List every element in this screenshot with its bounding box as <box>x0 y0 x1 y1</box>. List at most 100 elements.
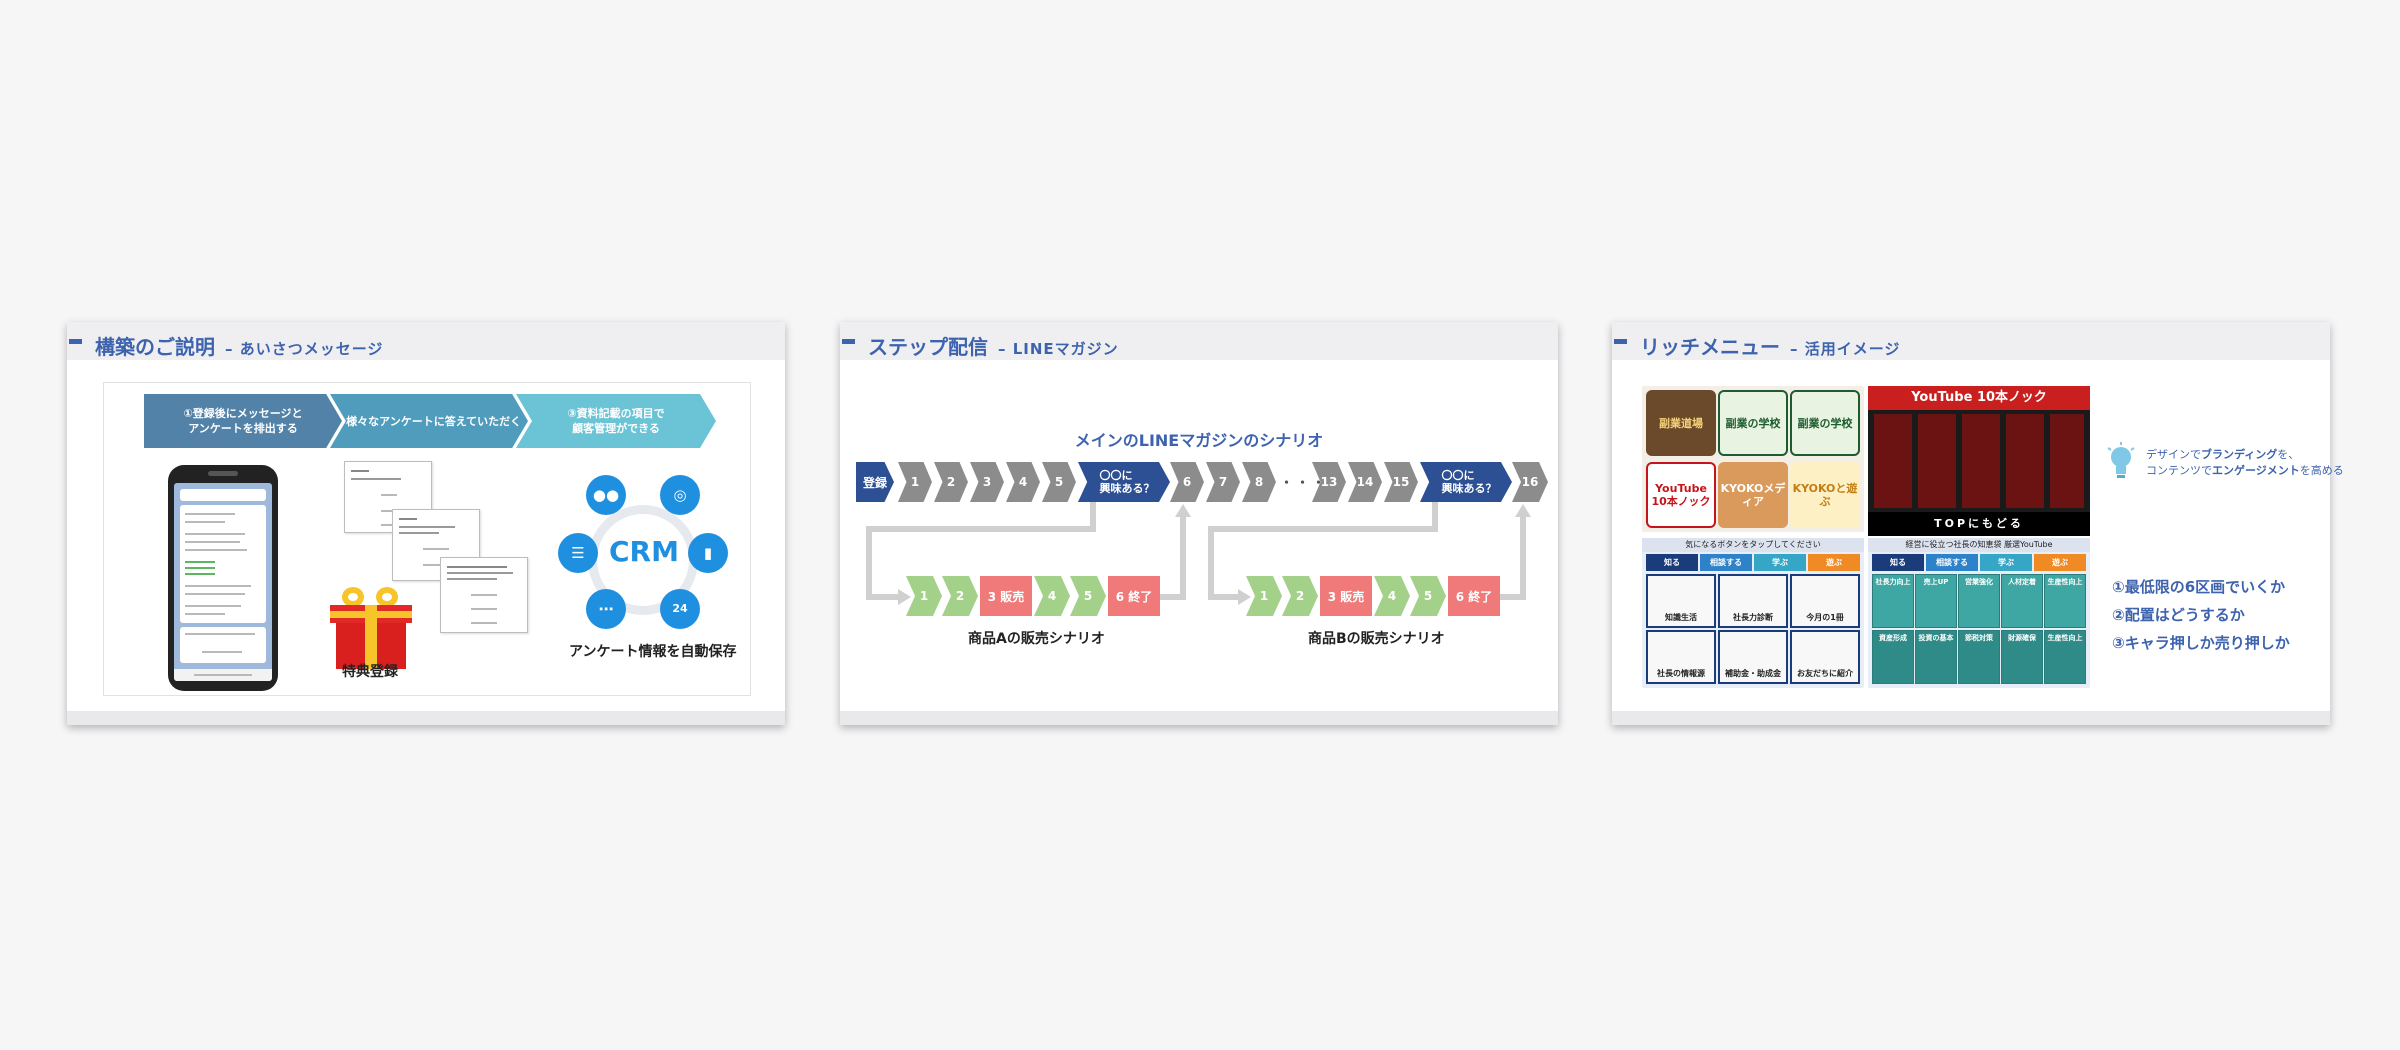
step-16: 16 <box>1512 462 1548 502</box>
point-1: ①最低限の6区画でいくか <box>2112 578 2286 596</box>
menu-tile[interactable]: KYOKOと遊ぶ <box>1790 462 1860 528</box>
sub-b-step-5: 5 <box>1410 576 1446 616</box>
step-8: 8 <box>1242 462 1276 502</box>
rich-menu-character: 副業道場 副業の学校 副業の学校 YouTube 10本ノック KYOKOメディ… <box>1642 386 1864 532</box>
branch-b-line <box>1208 526 1438 532</box>
menu-tile[interactable]: 副業の学校 <box>1790 390 1860 456</box>
slide-greeting-message: 構築のご説明– あいさつメッセージ ①登録後にメッセージとアンケートを排出する … <box>67 322 785 725</box>
gift-ribbon <box>365 605 377 669</box>
menu-cell[interactable]: 投資の基本 <box>1915 630 1957 684</box>
sub-a-step-1: 1 <box>906 576 942 616</box>
branch-a-line <box>866 594 902 600</box>
smartphone-mockup <box>168 465 278 691</box>
step-interest-b: 〇〇に興味ある？ <box>1420 462 1512 502</box>
rich-menu-youtube-curated: 経営に役立つ社長の知恵袋 厳選YouTube 知る 相談する 学ぶ 遊ぶ 社長力… <box>1868 538 2090 688</box>
menu-cell[interactable]: 人材定着 <box>2001 574 2043 628</box>
menu-cell[interactable]: 資産形成 <box>1872 630 1914 684</box>
menu-tile[interactable]: 副業道場 <box>1646 390 1716 456</box>
header-accent-bar <box>69 339 82 344</box>
menu-cell[interactable]: 社長力診断 <box>1718 574 1788 628</box>
menu-cell[interactable]: 社長力向上 <box>1872 574 1914 628</box>
rich-menu-youtube: YouTube 10本ノック TOPにもどる <box>1868 386 2090 536</box>
menu-cell[interactable]: 売上UP <box>1915 574 1957 628</box>
menu-cell[interactable]: 知識生活 <box>1646 574 1716 628</box>
menu-cell[interactable]: 補助金・助成金 <box>1718 630 1788 684</box>
menu-tab[interactable]: 知る <box>1646 554 1698 571</box>
slide-footer <box>840 711 1558 725</box>
arrow-up-icon <box>1175 504 1191 517</box>
step-5: 5 <box>1042 462 1076 502</box>
sub-b-step-2: 2 <box>1282 576 1318 616</box>
support-24h-icon: 24 <box>660 589 700 629</box>
step-register: 登録 <box>856 462 894 502</box>
branch-a-line <box>1090 502 1096 532</box>
step-15: 15 <box>1384 462 1418 502</box>
slide-title: 構築のご説明– あいさつメッセージ <box>95 335 384 359</box>
sub-b-sale: 3 販売 <box>1320 576 1372 616</box>
return-b-line <box>1500 594 1526 600</box>
rich-menu-business: 気になるボタンをタップしてください 知る 相談する 学ぶ 遊ぶ 知識生活 社長力… <box>1642 538 1864 688</box>
return-b-line <box>1520 514 1526 600</box>
menu-tab[interactable]: 学ぶ <box>1754 554 1806 571</box>
menu-tab[interactable]: 学ぶ <box>1980 554 2032 571</box>
branch-b-line <box>1432 502 1438 532</box>
step-6: 6 <box>1170 462 1204 502</box>
step-1: 1 <box>898 462 932 502</box>
step-interest-a: 〇〇に興味ある？ <box>1078 462 1170 502</box>
menu-cell[interactable]: 生産性向上 <box>2044 574 2086 628</box>
branch-a-line <box>866 526 872 600</box>
menu-header: 経営に役立つ社長の知恵袋 厳選YouTube <box>1868 538 2090 552</box>
sub-a-end: 6 終了 <box>1108 576 1160 616</box>
line-chat-screen <box>174 483 272 681</box>
sub-a-step-5: 5 <box>1070 576 1106 616</box>
sub-b-step-4: 4 <box>1374 576 1410 616</box>
bar-chart-icon: ▮ <box>688 533 728 573</box>
gift-label: 特典登録 <box>342 664 398 680</box>
header-accent-bar <box>1614 339 1627 344</box>
menu-tab[interactable]: 遊ぶ <box>1808 554 1860 571</box>
slide-footer <box>1612 711 2330 725</box>
scenario-title: メインのLINEマガジンのシナリオ <box>1074 431 1324 450</box>
menu-cell[interactable]: 生産性向上 <box>2044 630 2086 684</box>
slide-title: ステップ配信– LINEマガジン <box>868 335 1119 359</box>
sub-a-label: 商品Aの販売シナリオ <box>968 631 1105 647</box>
menu-cell[interactable]: 社長の情報源 <box>1646 630 1716 684</box>
branch-b-line <box>1208 526 1214 600</box>
chat-bubble <box>180 489 266 501</box>
menu-tab[interactable]: 知る <box>1872 554 1924 571</box>
menu-cell[interactable]: 今月の1冊 <box>1790 574 1860 628</box>
lightbulb-icon <box>2107 442 2135 478</box>
video-thumbnail-grid <box>1874 414 2084 508</box>
menu-tab[interactable]: 相談する <box>1926 554 1978 571</box>
slide-header: ステップ配信– LINEマガジン <box>840 322 1558 360</box>
top-back-button[interactable]: TOPにもどる <box>1868 512 2090 536</box>
menu-header: YouTube 10本ノック <box>1868 386 2090 410</box>
header-accent-bar <box>842 339 855 344</box>
step-chevron-2: ②様々なアンケートに答えていただく <box>330 394 528 448</box>
phone-speaker <box>208 471 238 476</box>
menu-tab[interactable]: 遊ぶ <box>2034 554 2086 571</box>
gift-ribbon <box>330 611 412 618</box>
menu-tile[interactable]: 副業の学校 <box>1718 390 1788 456</box>
gift-bow-right <box>376 587 398 607</box>
sub-b-step-1: 1 <box>1246 576 1282 616</box>
survey-card <box>180 627 266 663</box>
slide-title: リッチメニュー– 活用イメージ <box>1640 335 1901 359</box>
menu-tab[interactable]: 相談する <box>1700 554 1752 571</box>
menu-tile[interactable]: KYOKOメディア <box>1718 462 1788 528</box>
survey-question-doc-3 <box>440 557 528 633</box>
slide-step-delivery: ステップ配信– LINEマガジン メインのLINEマガジンのシナリオ 登録 1 … <box>840 322 1558 725</box>
arrow-up-icon <box>1515 504 1531 517</box>
menu-cell[interactable]: お友だちに紹介 <box>1790 630 1860 684</box>
chat-icon: ⋯ <box>586 589 626 629</box>
menu-cell[interactable]: 営業強化 <box>1958 574 2000 628</box>
step-3: 3 <box>970 462 1004 502</box>
slide-header: 構築のご説明– あいさつメッセージ <box>67 322 785 360</box>
menu-header: 気になるボタンをタップしてください <box>1642 538 1864 552</box>
menu-cell[interactable]: 財源確保 <box>2001 630 2043 684</box>
menu-cell[interactable]: 節税対策 <box>1958 630 2000 684</box>
menu-tile[interactable]: YouTube 10本ノック <box>1646 462 1716 528</box>
step-ellipsis: ・・・ <box>1280 476 1329 491</box>
target-icon: ◎ <box>660 475 700 515</box>
step-2: 2 <box>934 462 968 502</box>
